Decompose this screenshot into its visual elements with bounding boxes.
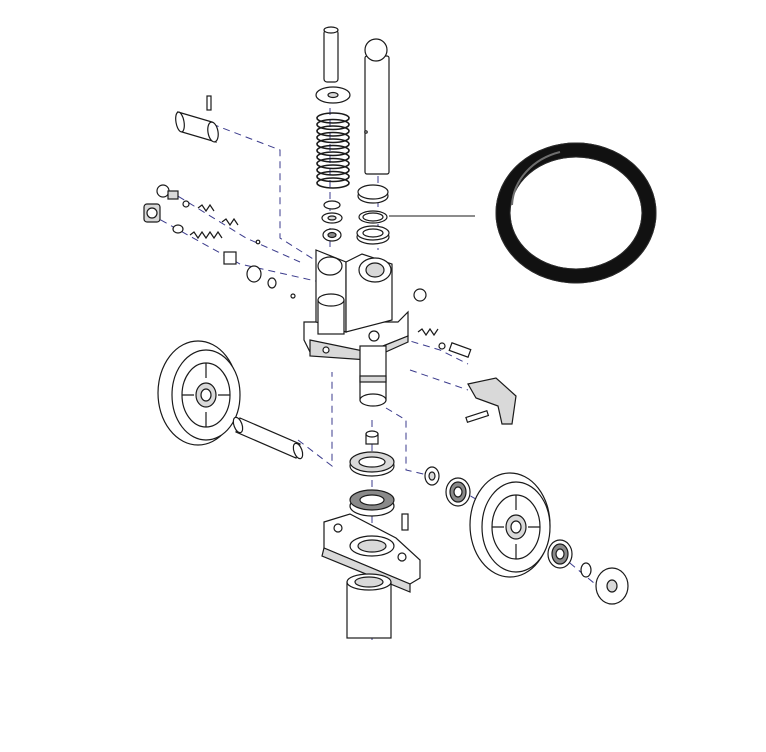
compression-spring — [316, 112, 350, 189]
rod-seal-set — [356, 184, 390, 245]
spring-coil — [316, 118, 350, 131]
spacer-ring — [424, 466, 440, 486]
lower-sleeve — [346, 573, 392, 639]
right-wheel — [469, 472, 551, 578]
center-bolt — [365, 430, 379, 445]
spring-coil — [316, 170, 350, 183]
spring-coil — [316, 164, 350, 176]
top-pin — [323, 26, 339, 83]
thrust-bearing-upper — [349, 451, 395, 477]
retaining-clip — [580, 562, 592, 578]
pump-body — [303, 249, 427, 361]
wheel-bearing-left — [445, 477, 471, 507]
piston-rod — [364, 38, 390, 175]
spring-coil — [316, 125, 350, 137]
spring-coil — [316, 177, 350, 189]
release-lever — [465, 377, 517, 425]
spring-coil — [316, 151, 350, 163]
thrust-bearing-lower — [349, 489, 395, 517]
pump-lower-cylinder — [359, 345, 387, 407]
valve-parts-lower — [143, 203, 296, 299]
spring-coil — [316, 138, 350, 150]
spring-coil — [316, 157, 350, 170]
spring-seal-set — [321, 200, 343, 242]
wheel-axle — [232, 416, 304, 460]
spring-coil — [316, 131, 350, 144]
handle-pin — [175, 95, 219, 143]
wheel-bearing-right — [547, 539, 573, 569]
o-ring-seal-photo — [495, 142, 657, 284]
hub-cap — [595, 567, 629, 605]
spring-coil — [316, 144, 350, 157]
fork-bracket — [321, 513, 421, 593]
left-wheel — [157, 340, 241, 446]
release-valve-parts — [417, 327, 472, 358]
valve-parts-upper — [156, 184, 261, 245]
spring-coil — [316, 112, 350, 124]
top-washer — [315, 86, 351, 104]
